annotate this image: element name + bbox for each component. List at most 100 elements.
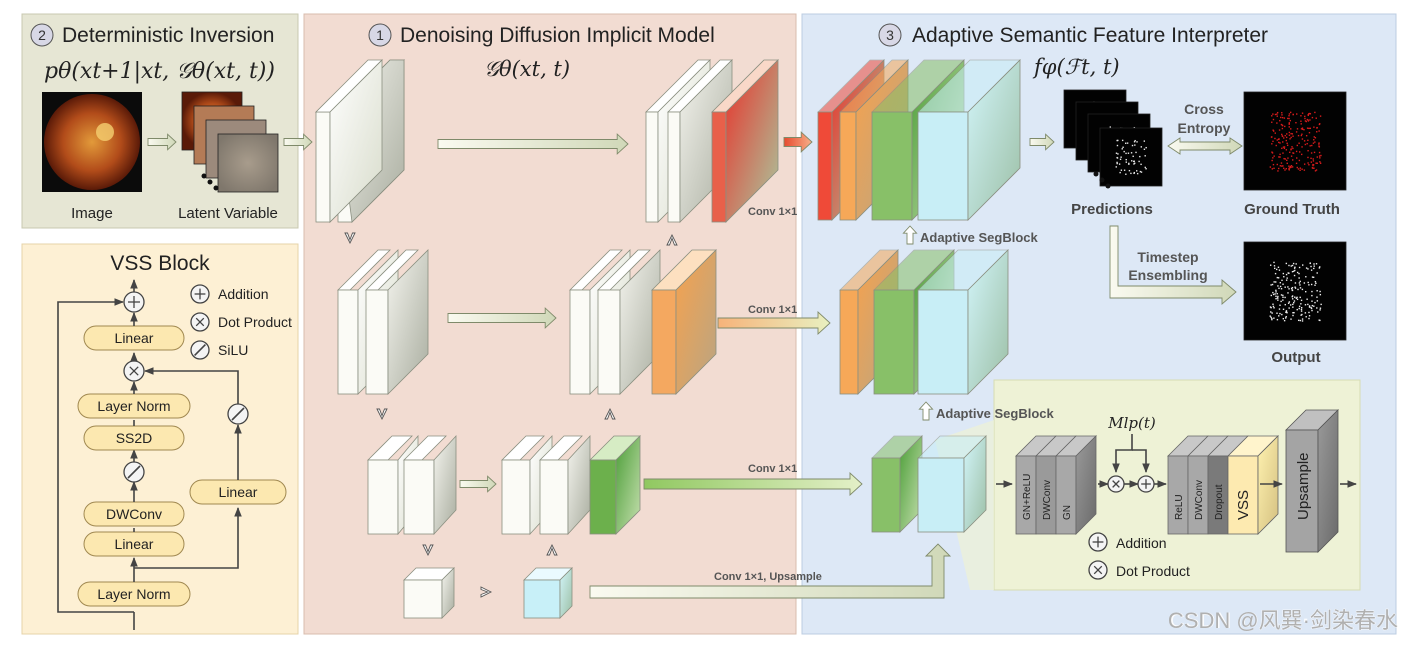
output-image-px: [1307, 268, 1309, 270]
prediction-frame-3-px: [1133, 163, 1135, 165]
ground-truth-image-px: [1270, 136, 1273, 138]
ground-truth-image-px: [1281, 165, 1283, 167]
output-image-px: [1282, 317, 1285, 320]
ground-truth-image-px: [1283, 117, 1286, 119]
vss-silu-1-slash: [127, 465, 141, 479]
vss-layernorm-1-label: Layer Norm: [97, 586, 170, 602]
ground-truth-image-px: [1306, 142, 1308, 145]
ground-truth-image-px: [1318, 130, 1320, 132]
latent-frame-3: [217, 133, 279, 193]
up-3: [546, 543, 558, 556]
output-image-px: [1319, 307, 1322, 309]
output-image-px: [1281, 313, 1283, 316]
output-image-px: [1298, 266, 1301, 269]
output-image-px: [1270, 311, 1272, 313]
ground-truth-image-px: [1283, 146, 1286, 148]
output-image-px: [1308, 305, 1311, 307]
output-image-px: [1310, 269, 1313, 271]
output-image-px: [1280, 288, 1283, 290]
label-cross: Cross: [1184, 101, 1224, 117]
output-image-px: [1288, 301, 1291, 303]
output-image-px: [1270, 306, 1272, 309]
output-image-px: [1271, 318, 1273, 321]
output-image-px: [1285, 273, 1288, 276]
output-image-px: [1294, 286, 1296, 288]
legend-add-icon: [190, 284, 210, 304]
output-image-px: [1319, 293, 1322, 296]
output-image-px: [1297, 288, 1299, 291]
badge-inversion-num: 2: [38, 27, 46, 43]
prediction-frame-3-px: [1143, 148, 1146, 150]
ground-truth-image-px: [1288, 113, 1291, 115]
output-image-px: [1311, 300, 1313, 302]
output-image-px: [1286, 312, 1288, 314]
arrow-segblock-2: [918, 401, 934, 421]
seg2-front-3: [1227, 455, 1259, 535]
output-image-px: [1282, 283, 1284, 285]
ground-truth-image-px: [1271, 159, 1273, 162]
prediction-frame-3-px: [1120, 169, 1123, 171]
output-image-px: [1270, 294, 1272, 297]
ground-truth-image-px: [1314, 111, 1316, 114]
output-image-px: [1285, 311, 1287, 313]
ground-truth-image-px: [1276, 115, 1278, 117]
ground-truth-image-px: [1320, 154, 1322, 157]
ground-truth-image-px: [1308, 131, 1311, 134]
output-image-px: [1300, 310, 1303, 312]
ground-truth-image-px: [1305, 120, 1307, 123]
prediction-frame-3-px: [1119, 171, 1121, 174]
arrow-image-to-latent: [147, 133, 177, 151]
ground-truth-image-px: [1290, 136, 1292, 139]
output-image-px: [1295, 263, 1297, 265]
ground-truth-image-px: [1278, 141, 1280, 144]
output-image-px: [1279, 304, 1281, 306]
output-image-px: [1273, 261, 1275, 264]
ground-truth-image-px: [1316, 126, 1318, 129]
ground-truth-image-px: [1288, 169, 1290, 171]
prediction-frame-3-px: [1143, 140, 1146, 142]
ground-truth-image-px: [1312, 158, 1314, 160]
output-image-px: [1271, 283, 1274, 286]
ground-truth-image-px: [1292, 113, 1294, 116]
prediction-frame-3-px: [1135, 151, 1137, 154]
output-image-px: [1284, 303, 1286, 306]
output-image-px: [1301, 313, 1303, 316]
ground-truth-image-px: [1271, 115, 1273, 117]
ground-truth-image-px: [1283, 167, 1285, 169]
ground-truth-image-px: [1290, 149, 1292, 151]
output-image-px: [1269, 315, 1271, 317]
ground-truth-image-px: [1295, 150, 1298, 153]
output-image-px: [1276, 268, 1278, 271]
badge-interpreter-num: 3: [886, 27, 894, 43]
seg-legend-mul-label: Dot Product: [1116, 563, 1190, 579]
ground-truth-image-px: [1314, 170, 1317, 172]
output-image-px: [1319, 290, 1321, 293]
output-image-px: [1294, 296, 1296, 298]
output-image-px: [1296, 296, 1298, 299]
ground-truth-image-px: [1313, 151, 1316, 154]
badge-inversion: [30, 23, 54, 47]
ground-truth-image-px: [1308, 112, 1311, 115]
ground-truth-image-px: [1276, 111, 1279, 114]
ground-truth-image-px: [1280, 162, 1283, 164]
output-image-px: [1271, 312, 1273, 314]
output-image-px: [1314, 284, 1316, 286]
ground-truth-image-px: [1304, 120, 1307, 122]
output-image-px: [1290, 265, 1292, 267]
output-image-px: [1301, 264, 1304, 266]
ground-truth-image-px: [1309, 113, 1312, 115]
ground-truth-image-px: [1277, 138, 1280, 141]
ground-truth-image-px: [1289, 165, 1292, 168]
output-image-px: [1277, 299, 1279, 301]
prediction-frame-3-px: [1130, 152, 1133, 154]
dec3-green-face: [615, 435, 641, 535]
ground-truth-image-px: [1288, 168, 1290, 170]
output-image-px: [1275, 281, 1277, 283]
ground-truth-image-px: [1312, 160, 1315, 162]
ground-truth-image-px: [1312, 142, 1315, 144]
vss-linear-side-label: Linear: [219, 484, 258, 500]
prediction-frame-3-px: [1140, 171, 1143, 173]
ground-truth-image-px: [1307, 114, 1309, 116]
prediction-frame-3-px: [1116, 161, 1118, 164]
bottleneck-front: [403, 579, 443, 619]
